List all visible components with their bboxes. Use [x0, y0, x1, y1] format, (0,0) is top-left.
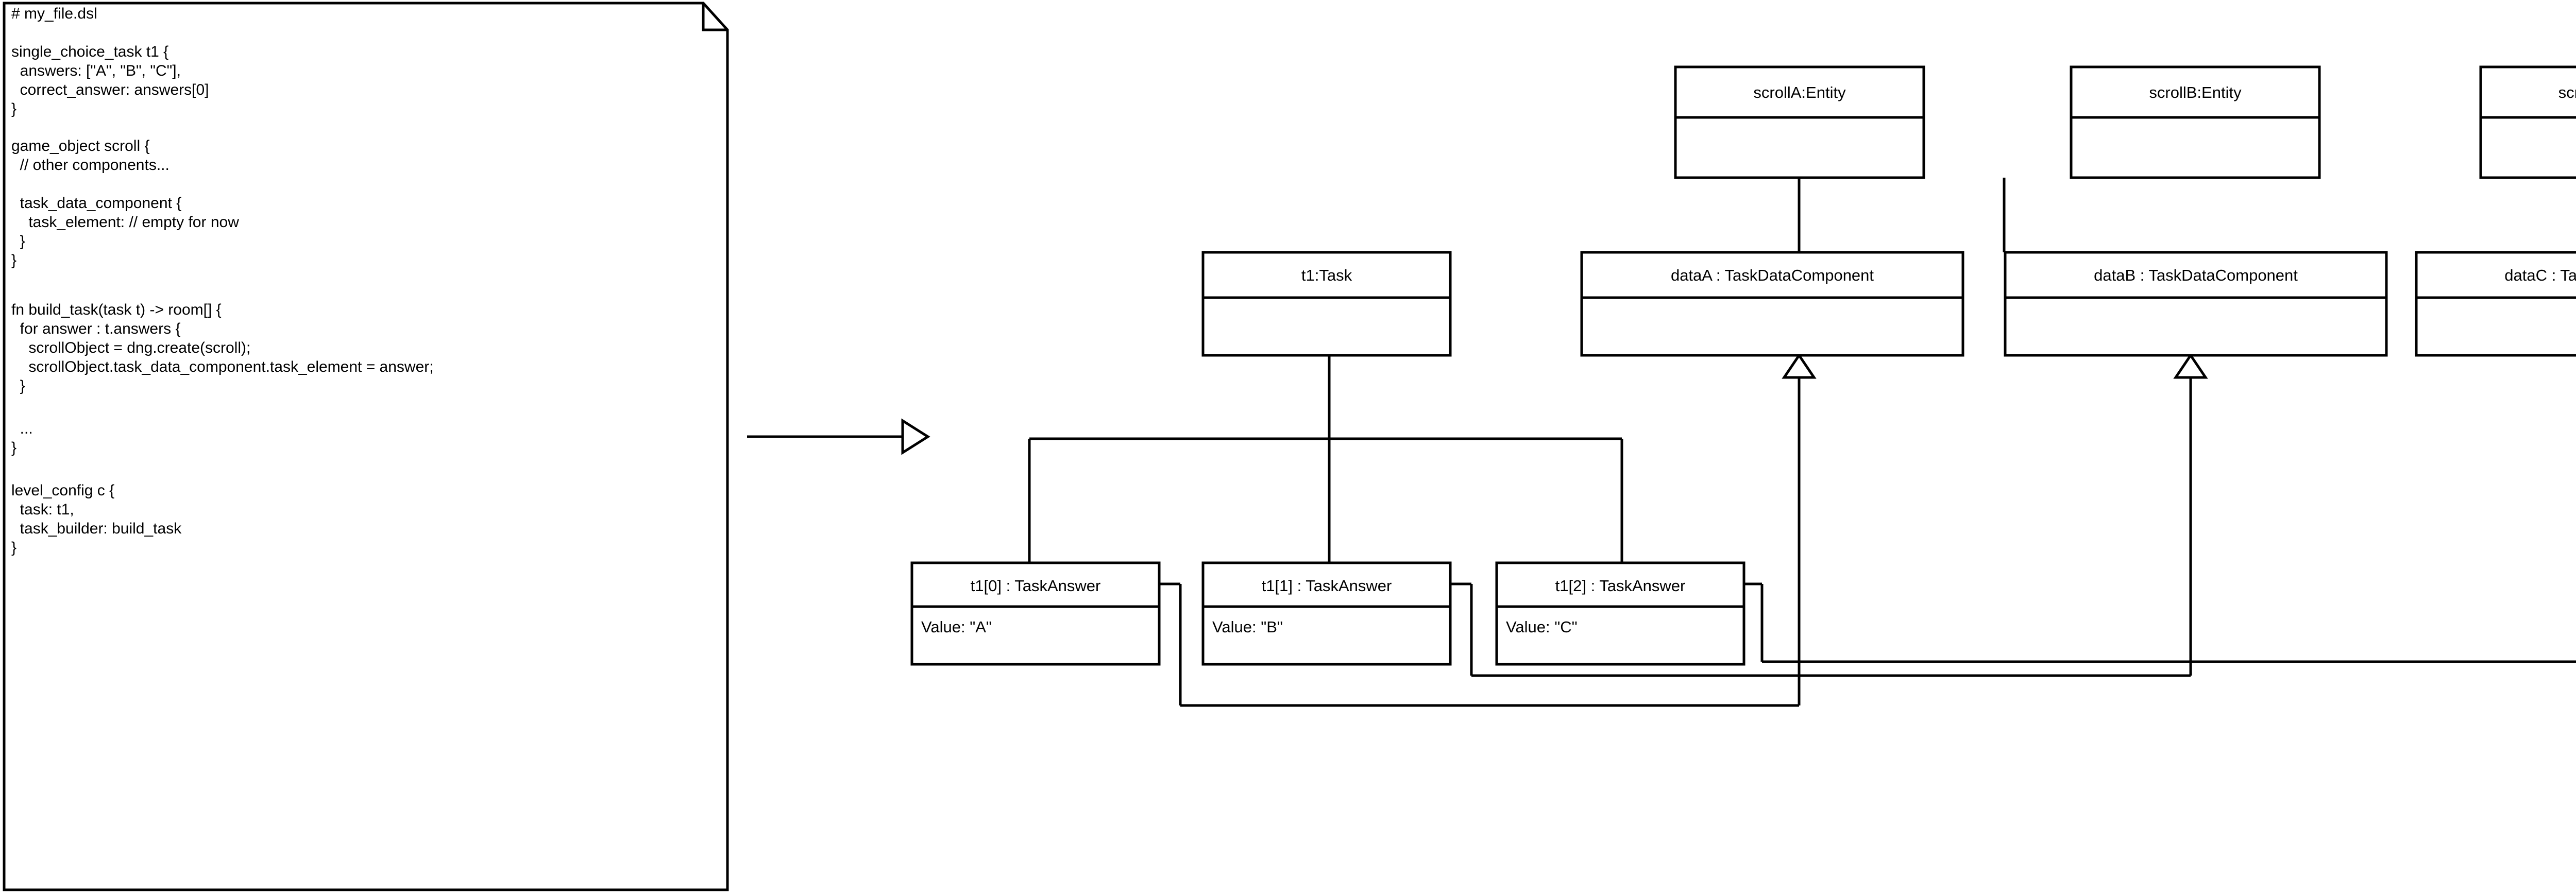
code-line: ...	[11, 420, 33, 437]
code-line: # my_file.dsl	[11, 5, 97, 22]
code-line: answers: ["A", "B", "C"],	[11, 62, 181, 79]
code-line: level_config c {	[11, 482, 114, 499]
uml-box-title: t1[2] : TaskAnswer	[1555, 577, 1686, 595]
uml-box-outline	[1580, 251, 1964, 357]
code-line: game_object scroll {	[11, 137, 149, 154]
hollow-triangle-right-arrow-icon	[901, 418, 930, 455]
uml-box-title: scrollC:Entity	[2558, 83, 2576, 101]
uml-box-outline	[2479, 65, 2576, 179]
uml-box-title: t1[1] : TaskAnswer	[1262, 577, 1392, 595]
code-line: single_choice_task t1 {	[11, 43, 168, 60]
uml-box-title: scrollA:Entity	[1753, 83, 1846, 101]
uml-box-outline	[1201, 561, 1452, 666]
uml-box-title: dataB : TaskDataComponent	[2094, 266, 2298, 284]
uml-box-attribute: Value: "A"	[921, 618, 992, 636]
code-line: correct_answer: answers[0]	[11, 81, 209, 98]
uml-box-t1-task[interactable]: t1:Task	[1201, 251, 1452, 357]
code-line: task_element: // empty for now	[11, 214, 239, 231]
code-line: }	[11, 252, 16, 269]
uml-box-outline	[2415, 251, 2576, 357]
document-fold-icon	[702, 3, 727, 31]
code-line: }	[11, 100, 16, 117]
uml-box-t1-2-answer[interactable]: t1[2] : TaskAnswer Value: "C"	[1495, 561, 1745, 666]
code-line: fn build_task(task t) -> room[] {	[11, 301, 222, 318]
code-line: // other components...	[11, 157, 170, 174]
code-line: task_builder: build_task	[11, 520, 182, 537]
uml-box-t1-1-answer[interactable]: t1[1] : TaskAnswer Value: "B"	[1201, 561, 1452, 666]
code-line: }	[11, 439, 16, 456]
uml-box-outline	[910, 561, 1161, 666]
uml-box-title: scrollB:Entity	[2149, 83, 2242, 101]
code-line: task: t1,	[11, 501, 74, 518]
entity-to-component-connectors	[1798, 178, 2006, 252]
answer-a-to-dataA-connector	[1159, 353, 1817, 707]
code-line: scrollObject.task_data_component.task_el…	[11, 358, 434, 375]
answer-b-to-dataB-connector	[1450, 353, 2208, 677]
uml-box-t1-0-answer[interactable]: t1[0] : TaskAnswer Value: "A"	[910, 561, 1161, 666]
uml-box-title: t1[0] : TaskAnswer	[971, 577, 1101, 595]
hollow-triangle-up-arrow-icon	[2173, 353, 2208, 379]
hollow-triangle-up-arrow-icon	[1782, 353, 1817, 379]
uml-box-dataC[interactable]: dataC : TaskDataComponent	[2415, 251, 2576, 357]
uml-box-scrollB[interactable]: scrollB:Entity	[2070, 65, 2321, 179]
code-line: scrollObject = dng.create(scroll);	[11, 339, 250, 356]
uml-box-dataA[interactable]: dataA : TaskDataComponent	[1580, 251, 1964, 357]
answer-c-to-dataC-connector	[1744, 582, 2576, 663]
uml-box-outline	[1495, 561, 1745, 666]
uml-box-outline	[2070, 65, 2321, 179]
task-to-answers-connector	[1028, 355, 1623, 563]
code-line: for answer : t.answers {	[11, 320, 180, 337]
code-line: task_data_component {	[11, 195, 181, 212]
dsl-source-document: # my_file.dsl single_choice_task t1 { an…	[3, 2, 729, 891]
uml-box-attribute: Value: "C"	[1506, 618, 1578, 636]
uml-box-title: dataC : TaskDataComponent	[2504, 266, 2576, 284]
code-line: }	[11, 539, 16, 556]
uml-box-title: dataA : TaskDataComponent	[1671, 266, 1874, 284]
uml-box-scrollA[interactable]: scrollA:Entity	[1674, 65, 1925, 179]
uml-box-outline	[2004, 251, 2388, 357]
uml-box-dataB[interactable]: dataB : TaskDataComponent	[2004, 251, 2388, 357]
code-line: }	[11, 377, 25, 394]
uml-box-outline	[1201, 251, 1452, 357]
uml-box-attribute: Value: "B"	[1212, 618, 1283, 636]
uml-box-scrollC[interactable]: scrollC:Entity	[2479, 65, 2576, 179]
uml-box-outline	[1674, 65, 1925, 179]
transform-arrow	[747, 418, 930, 455]
uml-box-title: t1:Task	[1301, 266, 1352, 284]
code-line: }	[11, 233, 25, 250]
document-outline	[3, 2, 729, 891]
